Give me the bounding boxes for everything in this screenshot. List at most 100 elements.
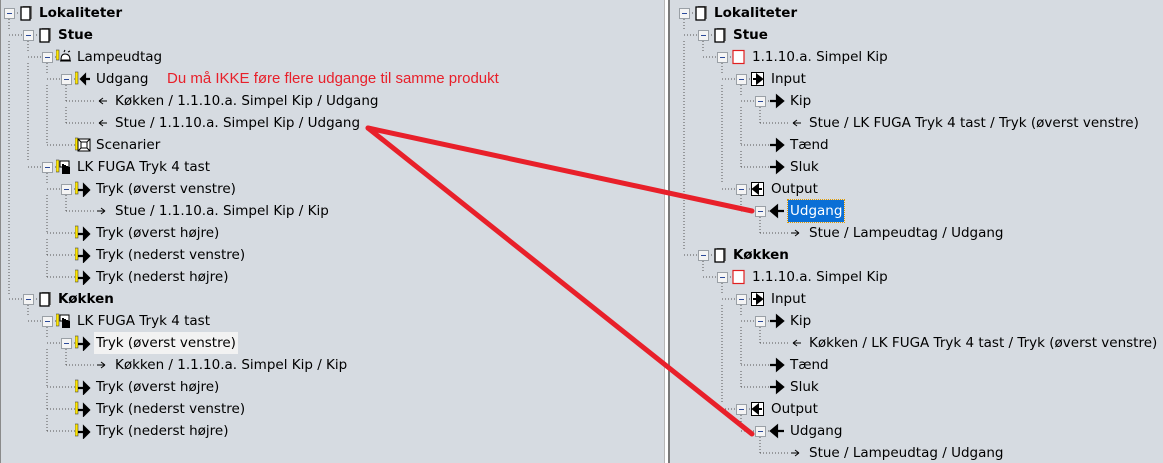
tree-node-label[interactable]: Tænd: [790, 137, 829, 153]
tree-node-label[interactable]: Input: [771, 71, 806, 87]
arrow-right-icon: [769, 357, 785, 373]
tree-node-label[interactable]: Lokaliteter: [714, 5, 798, 21]
tree-node-label[interactable]: Tryk (øverst venstre): [96, 181, 236, 197]
tree-node-label[interactable]: Scenarier: [96, 137, 161, 153]
link-out-arrow-icon: [788, 225, 804, 241]
collapse-toggle-icon[interactable]: [42, 162, 53, 173]
collapse-toggle-icon[interactable]: [736, 404, 747, 415]
input-group-icon: [750, 71, 766, 87]
tree-node-label[interactable]: LK FUGA Tryk 4 tast: [77, 313, 210, 329]
arrow-right-icon: [769, 159, 785, 175]
tree-node-label[interactable]: Køkken / 1.1.10.a. Simpel Kip / Kip: [115, 357, 348, 373]
tree-node-label[interactable]: Tryk (nederst højre): [96, 269, 229, 285]
link-in-arrow-icon: [788, 115, 804, 131]
tree-node-label[interactable]: Lokaliteter: [39, 5, 123, 21]
press-channel-icon: [74, 269, 91, 286]
collapse-toggle-icon[interactable]: [755, 96, 766, 107]
link-in-arrow-icon: [788, 335, 804, 351]
link-out-arrow-icon: [94, 357, 110, 373]
collapse-toggle-icon[interactable]: [698, 30, 709, 41]
collapse-toggle-icon[interactable]: [61, 74, 72, 85]
tree-node-label[interactable]: Tryk (nederst højre): [96, 423, 229, 439]
collapse-toggle-icon[interactable]: [42, 316, 53, 327]
output-group-icon: [750, 401, 766, 417]
collapse-toggle-icon[interactable]: [717, 52, 728, 63]
tree-node-label[interactable]: Stue / 1.1.10.a. Simpel Kip / Kip: [115, 203, 329, 219]
tree-node-label[interactable]: 1.1.10.a. Simpel Kip: [752, 49, 888, 65]
tree-node-label[interactable]: Sluk: [790, 379, 819, 395]
arrow-right-icon: [769, 313, 785, 329]
tree-node-label[interactable]: Udgang: [790, 423, 843, 439]
lamp-outlet-icon: [55, 49, 72, 65]
tree-node-label[interactable]: Sluk: [790, 159, 819, 175]
arrow-right-icon: [769, 93, 785, 109]
tree-node-label[interactable]: Tryk (nederst venstre): [96, 247, 246, 263]
press-channel-icon: [74, 225, 91, 242]
collapse-toggle-icon[interactable]: [755, 426, 766, 437]
arrow-right-icon: [769, 379, 785, 395]
collapse-toggle-icon[interactable]: [23, 30, 34, 41]
tree-node-label[interactable]: Stue: [58, 27, 93, 43]
tree-node-label[interactable]: Tryk (øverst venstre): [94, 332, 238, 354]
tree-node-label[interactable]: Udgang: [786, 199, 846, 223]
collapse-toggle-icon[interactable]: [698, 250, 709, 261]
room-icon: [712, 27, 728, 43]
tree-node-label[interactable]: Tryk (øverst højre): [96, 225, 220, 241]
tree-node-label[interactable]: 1.1.10.a. Simpel Kip: [752, 269, 888, 285]
tree-node-label[interactable]: Tryk (nederst venstre): [96, 401, 246, 417]
collapse-toggle-icon[interactable]: [717, 272, 728, 283]
tree-node-label[interactable]: Udgang: [96, 71, 149, 87]
arrow-left-icon: [769, 203, 785, 219]
tree-node-label[interactable]: Køkken: [58, 291, 114, 307]
tree-node-label[interactable]: Stue / Lampeudtag / Udgang: [809, 445, 1004, 461]
input-group-icon: [750, 291, 766, 307]
tree-node-label[interactable]: Lampeudtag: [77, 49, 163, 65]
collapse-toggle-icon[interactable]: [755, 316, 766, 327]
device-red-box-icon: [731, 269, 747, 285]
tree-node-label[interactable]: Tænd: [790, 357, 829, 373]
room-icon: [18, 5, 34, 21]
room-icon: [37, 291, 53, 307]
push-button-icon: [55, 159, 72, 175]
tree-node-label[interactable]: Tryk (øverst højre): [96, 379, 220, 395]
tree-node-label[interactable]: Kip: [790, 313, 812, 329]
tree-node-label[interactable]: LK FUGA Tryk 4 tast: [77, 159, 210, 175]
tree-node-label[interactable]: Stue / Lampeudtag / Udgang: [809, 225, 1004, 241]
collapse-toggle-icon[interactable]: [736, 294, 747, 305]
collapse-toggle-icon[interactable]: [23, 294, 34, 305]
link-in-arrow-icon: [94, 115, 110, 131]
press-channel-icon: [74, 379, 91, 396]
link-in-arrow-icon: [94, 93, 110, 109]
link-out-arrow-icon: [94, 203, 110, 219]
link-out-arrow-icon: [788, 445, 804, 461]
collapse-toggle-icon[interactable]: [679, 8, 690, 19]
press-channel-icon: [74, 335, 91, 352]
arrow-left-icon: [769, 423, 785, 439]
collapse-toggle-icon[interactable]: [736, 184, 747, 195]
collapse-toggle-icon[interactable]: [736, 74, 747, 85]
tree-node-label[interactable]: Kip: [790, 93, 812, 109]
push-button-icon: [55, 313, 72, 329]
tree-node-label[interactable]: Køkken: [733, 247, 789, 263]
collapse-toggle-icon[interactable]: [61, 184, 72, 195]
device-red-box-icon: [731, 49, 747, 65]
room-icon: [712, 247, 728, 263]
tree-node-label[interactable]: Output: [771, 181, 818, 197]
tree-node-label[interactable]: Køkken / 1.1.10.a. Simpel Kip / Udgang: [115, 93, 379, 109]
tree-node-label[interactable]: Stue / LK FUGA Tryk 4 tast / Tryk (øvers…: [809, 115, 1139, 131]
tree-node-label[interactable]: Køkken / LK FUGA Tryk 4 tast / Tryk (øve…: [809, 335, 1158, 351]
tree-node-label[interactable]: Output: [771, 401, 818, 417]
collapse-toggle-icon[interactable]: [4, 8, 15, 19]
collapse-toggle-icon[interactable]: [42, 52, 53, 63]
tree-node-label[interactable]: Stue: [733, 27, 768, 43]
output-group-icon: [750, 181, 766, 197]
collapse-toggle-icon[interactable]: [755, 206, 766, 217]
output-channel-icon: [74, 71, 91, 87]
collapse-toggle-icon[interactable]: [61, 338, 72, 349]
room-icon: [37, 27, 53, 43]
arrow-right-icon: [769, 137, 785, 153]
tree-node-label[interactable]: Input: [771, 291, 806, 307]
tree-node-label[interactable]: Stue / 1.1.10.a. Simpel Kip / Udgang: [115, 115, 361, 131]
